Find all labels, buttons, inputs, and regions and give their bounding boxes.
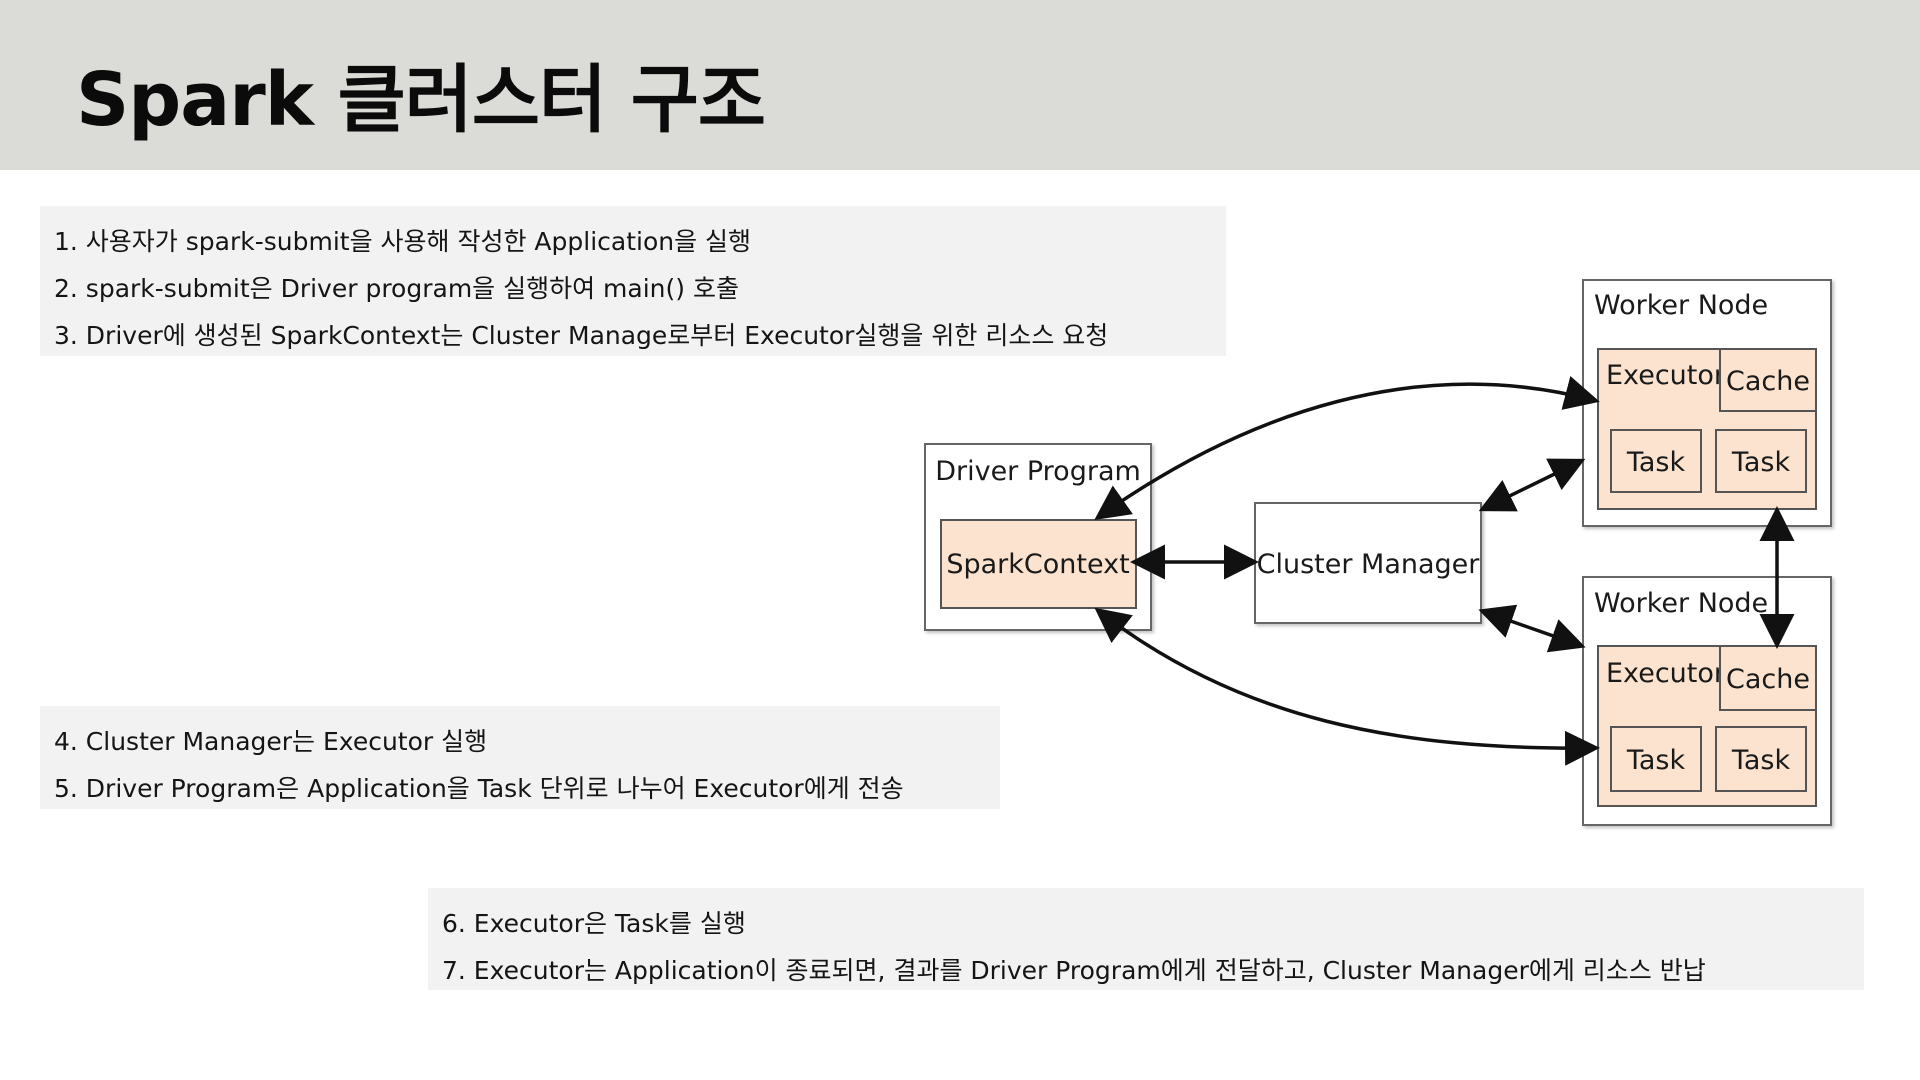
- driver-program-label: Driver Program: [935, 456, 1141, 487]
- cache-2-box: [1719, 645, 1817, 711]
- steps-box-middle: 4. Cluster Manager는 Executor 실행 5. Drive…: [40, 706, 1000, 809]
- task-1b-box: [1715, 429, 1807, 493]
- arrow-clustermanager-worker1: [1478, 458, 1586, 512]
- arrow-clustermanager-worker2: [1478, 604, 1586, 653]
- spark-context-box: [940, 519, 1137, 609]
- worker-node-1: Worker Node Executor Cache Task Task: [1582, 279, 1832, 527]
- spark-context-label: SparkContext: [946, 549, 1129, 580]
- steps-box-top: 1. 사용자가 spark-submit을 사용해 작성한 Applicatio…: [40, 206, 1226, 356]
- step-4: 4. Cluster Manager는 Executor 실행: [54, 727, 488, 756]
- cluster-manager-label: Cluster Manager: [1257, 549, 1481, 580]
- steps-box-bottom: 6. Executor은 Task를 실행 7. Executor는 Appli…: [428, 888, 1864, 990]
- worker-node-2-label: Worker Node: [1594, 588, 1768, 619]
- worker-node-2: Worker Node Executor Cache Task Task: [1582, 576, 1832, 826]
- driver-program-node: Driver Program SparkContext: [924, 443, 1152, 631]
- title-bar: Spark 클러스터 구조: [0, 0, 1920, 170]
- task-1a-label: Task: [1626, 447, 1686, 478]
- cluster-manager-node: Cluster Manager: [1254, 502, 1482, 624]
- task-2a-box: [1610, 726, 1702, 792]
- worker-node-1-label: Worker Node: [1594, 290, 1768, 321]
- step-2: 2. spark-submit은 Driver program을 실행하여 ma…: [54, 274, 739, 303]
- step-1: 1. 사용자가 spark-submit을 사용해 작성한 Applicatio…: [54, 227, 752, 256]
- cache-1-label: Cache: [1726, 366, 1810, 397]
- arrow-driver-executor1: [1094, 376, 1600, 521]
- executor-2-label: Executor: [1606, 658, 1726, 689]
- task-2b-box: [1715, 726, 1807, 792]
- task-2b-label: Task: [1731, 745, 1791, 776]
- page-title: Spark 클러스터 구조: [76, 57, 766, 143]
- cache-2-label: Cache: [1726, 664, 1810, 695]
- executor-1-label: Executor: [1606, 360, 1726, 391]
- task-1b-label: Task: [1731, 447, 1791, 478]
- cache-1-box: [1719, 348, 1817, 412]
- spark-architecture-diagram: Driver Program SparkContext Cluster Mana…: [924, 279, 1832, 826]
- arrow-driver-executor2: [1094, 607, 1600, 766]
- task-1a-box: [1610, 429, 1702, 493]
- step-6: 6. Executor은 Task를 실행: [442, 909, 746, 938]
- step-7: 7. Executor는 Application이 종료되면, 결과를 Driv…: [442, 956, 1706, 985]
- step-5: 5. Driver Program은 Application을 Task 단위로…: [54, 774, 904, 803]
- task-2a-label: Task: [1626, 745, 1686, 776]
- step-3: 3. Driver에 생성된 SparkContext는 Cluster Man…: [54, 321, 1109, 350]
